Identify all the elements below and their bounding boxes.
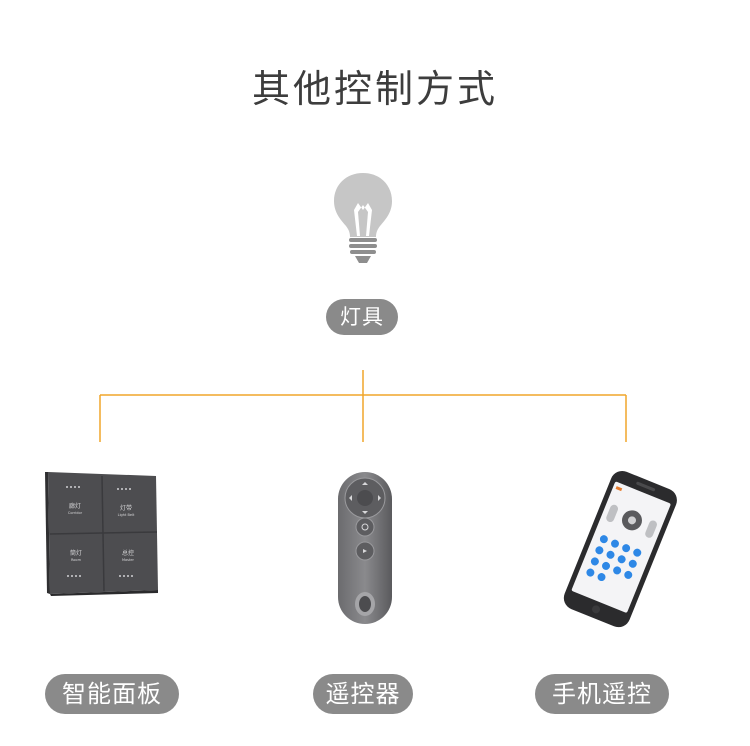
panel-key-sub: Corridor — [68, 511, 83, 515]
smartphone-icon — [555, 470, 685, 630]
remote-control-label: 遥控器 — [313, 674, 413, 714]
panel-key-label: 总控 — [122, 549, 134, 557]
panel-key-label: 廊灯 — [69, 502, 81, 510]
remote-control-icon — [332, 470, 398, 630]
panel-key-label: 灯带 — [120, 504, 132, 512]
panel-key-label: 筒灯 — [70, 549, 82, 557]
panel-key-sub: Master — [122, 558, 135, 562]
smart-panel-icon: 廊灯 Corridor 灯带 Light Belt 筒灯 Room 总控 Mas… — [40, 470, 162, 596]
smart-panel-label: 智能面板 — [45, 674, 179, 714]
phone-remote-label: 手机遥控 — [535, 674, 669, 714]
panel-key-sub: Room — [71, 558, 82, 562]
panel-key-sub: Light Belt — [118, 513, 135, 517]
